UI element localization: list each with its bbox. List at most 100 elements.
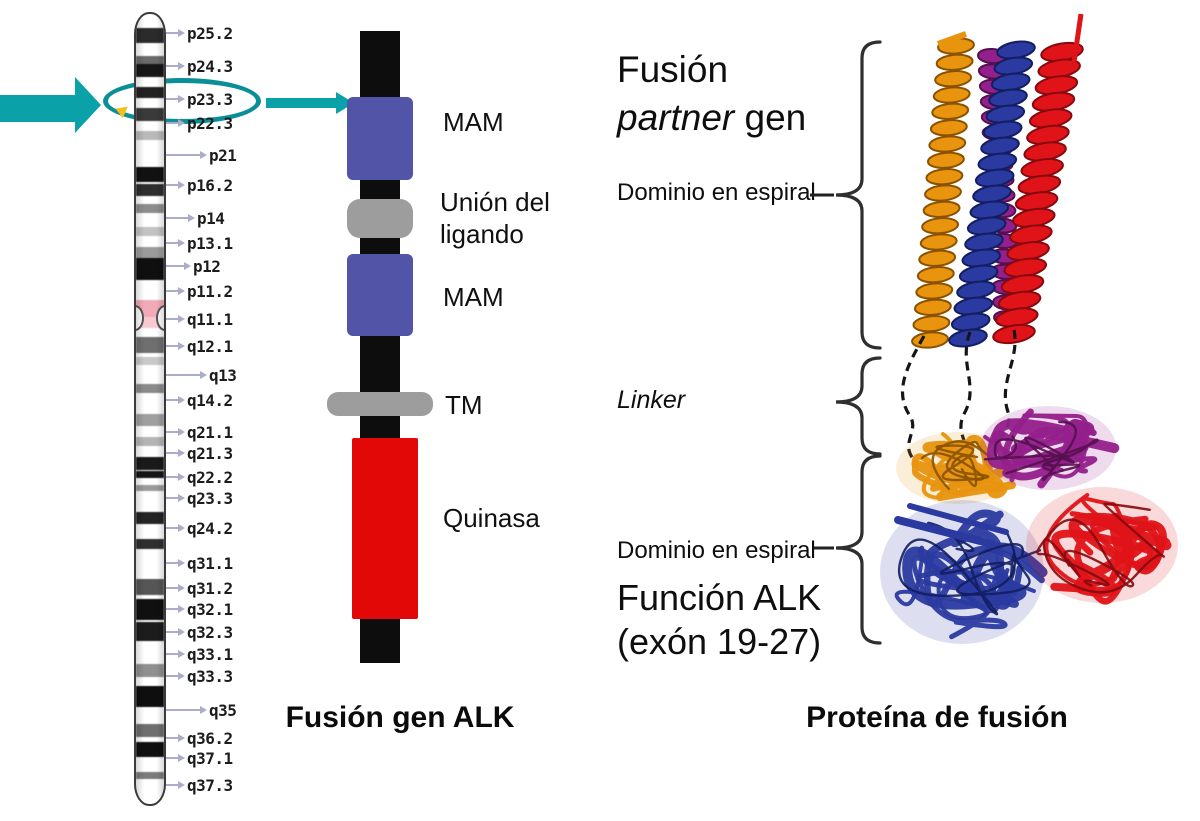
leader-line <box>166 318 178 320</box>
leader-arrow-icon <box>200 371 207 379</box>
beta-strand <box>894 516 996 548</box>
leader-arrow-icon <box>200 706 207 714</box>
domain-label-kinase: Quinasa <box>443 503 540 533</box>
band-label-row: q37.1 <box>166 748 233 768</box>
band-label-row: q37.3 <box>166 775 233 795</box>
leader-line <box>166 709 200 711</box>
chromosome-band <box>136 686 164 707</box>
domain-blob-blue <box>880 500 1048 644</box>
band-label-row: q31.1 <box>166 553 233 573</box>
chromosome-band-label: q33.1 <box>187 644 233 664</box>
chromosome-band-label: q12.1 <box>187 336 233 356</box>
chromosome-band <box>136 87 164 98</box>
domain-label-mam-2: MAM <box>443 282 504 312</box>
leader-arrow-icon <box>178 473 185 481</box>
leader-line <box>166 757 178 759</box>
band-label-row: q12.1 <box>166 336 233 356</box>
leader-line <box>166 374 200 376</box>
domain-tm-box <box>327 392 433 416</box>
chromosome-band <box>136 64 164 77</box>
red-terminus-stick <box>1071 13 1084 63</box>
region-braces <box>810 40 882 645</box>
leader-line <box>166 653 178 655</box>
leader-arrow-icon <box>178 181 185 189</box>
band-label-row: p23.3 <box>166 89 233 109</box>
leader-line <box>166 345 178 347</box>
leader-line <box>166 784 178 786</box>
protein-caption: Proteína de fusión <box>806 701 1068 734</box>
chromosome-band <box>136 227 164 236</box>
band-label-row: q31.2 <box>166 578 233 598</box>
chromosome-band-label: p16.2 <box>187 175 233 195</box>
chromosome-band <box>136 384 164 393</box>
band-label-row: q32.1 <box>166 599 233 619</box>
chromosome-band-label: q23.3 <box>187 488 233 508</box>
chromosome-band-label: q35 <box>209 700 237 720</box>
leader-line <box>166 452 178 454</box>
chromosome-band-label: p14 <box>197 208 225 228</box>
band-label-row: q33.1 <box>166 644 233 664</box>
leader-arrow-icon <box>178 584 185 592</box>
leader-arrow-icon <box>178 119 185 127</box>
chromosome-band <box>136 485 164 491</box>
chromosome-band <box>136 471 164 478</box>
leader-arrow-icon <box>178 62 185 70</box>
leader-arrow-icon <box>178 628 185 636</box>
chromosome-band-label: p21 <box>209 145 237 165</box>
chromosome-band-label: q21.1 <box>187 422 233 442</box>
band-label-row: q21.3 <box>166 443 233 463</box>
domain-ligand-binding-box <box>347 199 413 238</box>
chromosome-band-label: p12 <box>193 256 221 276</box>
fusion-partner-line2: partner gen <box>617 97 807 138</box>
leader-line <box>166 562 178 564</box>
leader-line <box>166 184 178 186</box>
band-label-row: q36.2 <box>166 728 233 748</box>
chromosome-band-label: q22.2 <box>187 467 233 487</box>
chromosome-band-label: p22.3 <box>187 113 233 133</box>
leader-line <box>166 675 178 677</box>
chromosome-band-label: p23.3 <box>187 89 233 109</box>
band-label-row: p16.2 <box>166 175 233 195</box>
chromosome-band <box>136 184 164 196</box>
coil-domain-label-top: Dominio en espiral <box>617 179 816 206</box>
leader-arrow-icon <box>178 287 185 295</box>
leader-line <box>166 631 178 633</box>
leader-arrow-icon <box>178 754 185 762</box>
leader-line <box>166 431 178 433</box>
leader-arrow-icon <box>178 605 185 613</box>
chromosome-band-label: p13.1 <box>187 233 233 253</box>
domain-blob-orange <box>896 432 1020 504</box>
band-label-row: q32.3 <box>166 622 233 642</box>
leader-line <box>166 608 178 610</box>
chromosome-band <box>136 247 164 258</box>
chromosome-band <box>136 167 164 182</box>
chromosome-band <box>136 772 164 779</box>
band-label-row: p13.1 <box>166 233 233 253</box>
chromosome-band-label: p11.2 <box>187 281 233 301</box>
domain-kinase-box <box>352 438 418 619</box>
band-label-row: q33.3 <box>166 666 233 686</box>
chromosome-band-label: q11.1 <box>187 309 233 329</box>
linker-dashed-line <box>995 329 1017 453</box>
curly-brace <box>835 40 882 350</box>
chromosome-band <box>136 258 164 280</box>
alk-function-label: Función ALK (exón 19-27) <box>617 576 821 664</box>
band-label-row: p11.2 <box>166 281 233 301</box>
band-label-row: q11.1 <box>166 309 233 329</box>
leader-line <box>166 122 178 124</box>
leader-arrow-icon <box>178 559 185 567</box>
leader-arrow-icon <box>178 494 185 502</box>
chromosome-band <box>136 108 164 121</box>
domain-label-mam-1: MAM <box>443 107 504 137</box>
leader-line <box>166 32 178 34</box>
chromosome-highlight-arrow-icon <box>0 77 101 133</box>
band-label-row: p24.3 <box>166 56 233 76</box>
domain-label-tm: TM <box>445 390 483 420</box>
leader-line <box>166 265 184 267</box>
linker-dashed-line <box>959 331 972 465</box>
fusion-partner-line1: Fusión <box>617 49 729 90</box>
chromosome-band <box>136 56 164 64</box>
leader-arrow-icon <box>178 449 185 457</box>
leader-arrow-icon <box>178 734 185 742</box>
chromosome-band-label: q36.2 <box>187 728 233 748</box>
